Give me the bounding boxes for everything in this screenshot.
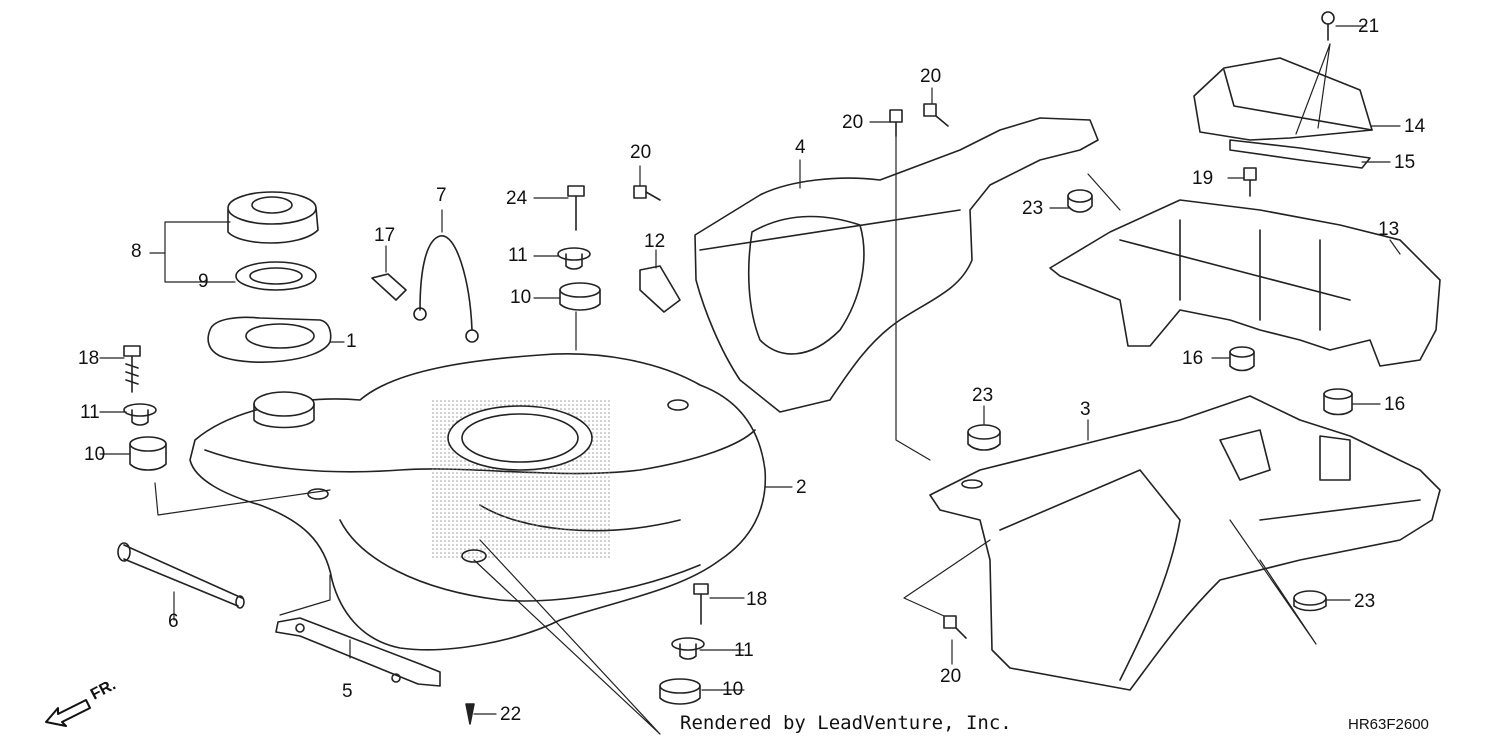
credit-line: Rendered by LeadVenture, Inc. — [680, 712, 1012, 734]
tray-13-shape — [1049, 199, 1441, 367]
callout-10b: 10 — [510, 287, 532, 308]
callout-23a: 23 — [1022, 198, 1044, 219]
callout-19: 19 — [1192, 168, 1214, 189]
bolt-20b-shape — [889, 109, 903, 137]
callout-23c: 23 — [1354, 591, 1376, 612]
fuel-cap-shape — [227, 191, 319, 244]
callout-22: 22 — [500, 704, 522, 725]
callout-5: 5 — [342, 681, 353, 702]
grommet-10c-shape — [659, 678, 701, 705]
clip-12-shape — [639, 265, 681, 313]
bolt-20d-shape — [943, 615, 967, 639]
mounting-bolt-6-shape — [117, 542, 245, 609]
callout-18a: 18 — [78, 348, 100, 369]
filler-collar-shape — [207, 316, 332, 363]
collar-11b-shape — [557, 247, 591, 270]
callout-14: 14 — [1404, 116, 1426, 137]
cap-gasket-shape — [235, 261, 317, 291]
callout-2: 2 — [796, 477, 807, 498]
callout-1: 1 — [346, 331, 357, 352]
callout-10a: 10 — [84, 444, 106, 465]
direction-label: FR. — [88, 680, 119, 704]
callout-10c: 10 — [722, 679, 744, 700]
callout-15: 15 — [1394, 152, 1416, 173]
bolt-19-shape — [1243, 167, 1257, 197]
callout-21: 21 — [1358, 16, 1380, 37]
callout-7: 7 — [436, 185, 447, 206]
fuel-tank-shape — [189, 353, 767, 651]
clip-22-shape — [465, 703, 475, 725]
diagram-code: HR63F2600 — [1348, 716, 1429, 733]
screw-21-shape — [1321, 11, 1335, 41]
callout-12: 12 — [644, 231, 666, 252]
plate-15-shape — [1229, 139, 1371, 169]
callout-23b: 23 — [972, 385, 994, 406]
callout-11b: 11 — [508, 245, 528, 266]
callout-16b: 16 — [1384, 394, 1406, 415]
collar-11c-shape — [671, 637, 705, 660]
bolt-18-shape — [123, 345, 141, 393]
grommet-23b-shape — [967, 424, 1001, 451]
callout-11a: 11 — [80, 402, 100, 423]
callout-4: 4 — [795, 137, 806, 158]
cable-7-shape — [413, 235, 479, 343]
box-14-shape — [1193, 57, 1373, 141]
bolt-24-shape — [567, 185, 585, 231]
grommet-10b-shape — [559, 282, 601, 311]
callout-11c: 11 — [734, 640, 754, 661]
bolt-20c-shape — [923, 103, 949, 127]
front-direction-arrow-icon: FR. — [45, 680, 119, 727]
callout-8: 8 — [131, 241, 142, 262]
callout-16a: 16 — [1182, 348, 1204, 369]
bolt-17-shape — [371, 273, 407, 301]
callout-9: 9 — [198, 271, 209, 292]
grommet-16b-shape — [1323, 388, 1353, 416]
callout-13: 13 — [1378, 219, 1400, 240]
callout-20c: 20 — [920, 66, 942, 87]
callout-20d: 20 — [940, 666, 962, 687]
callout-24: 24 — [506, 188, 528, 209]
callout-17: 17 — [374, 225, 396, 246]
collar-11-shape — [123, 403, 157, 426]
grommet-10-shape — [129, 436, 167, 471]
grommet-23c-shape — [1293, 590, 1327, 612]
callout-3: 3 — [1080, 399, 1091, 420]
callout-20a: 20 — [630, 142, 652, 163]
bolt-20a-shape — [633, 185, 661, 201]
grommet-23a-shape — [1067, 189, 1093, 213]
callout-20b: 20 — [842, 112, 864, 133]
callout-6: 6 — [168, 611, 179, 632]
bolt-18b-shape — [693, 583, 709, 625]
cover-3-shape — [929, 395, 1441, 691]
callout-18b: 18 — [746, 589, 768, 610]
grommet-16a-shape — [1229, 346, 1255, 372]
tank-strap-5-shape — [275, 617, 441, 687]
leader-lines — [99, 25, 1401, 735]
